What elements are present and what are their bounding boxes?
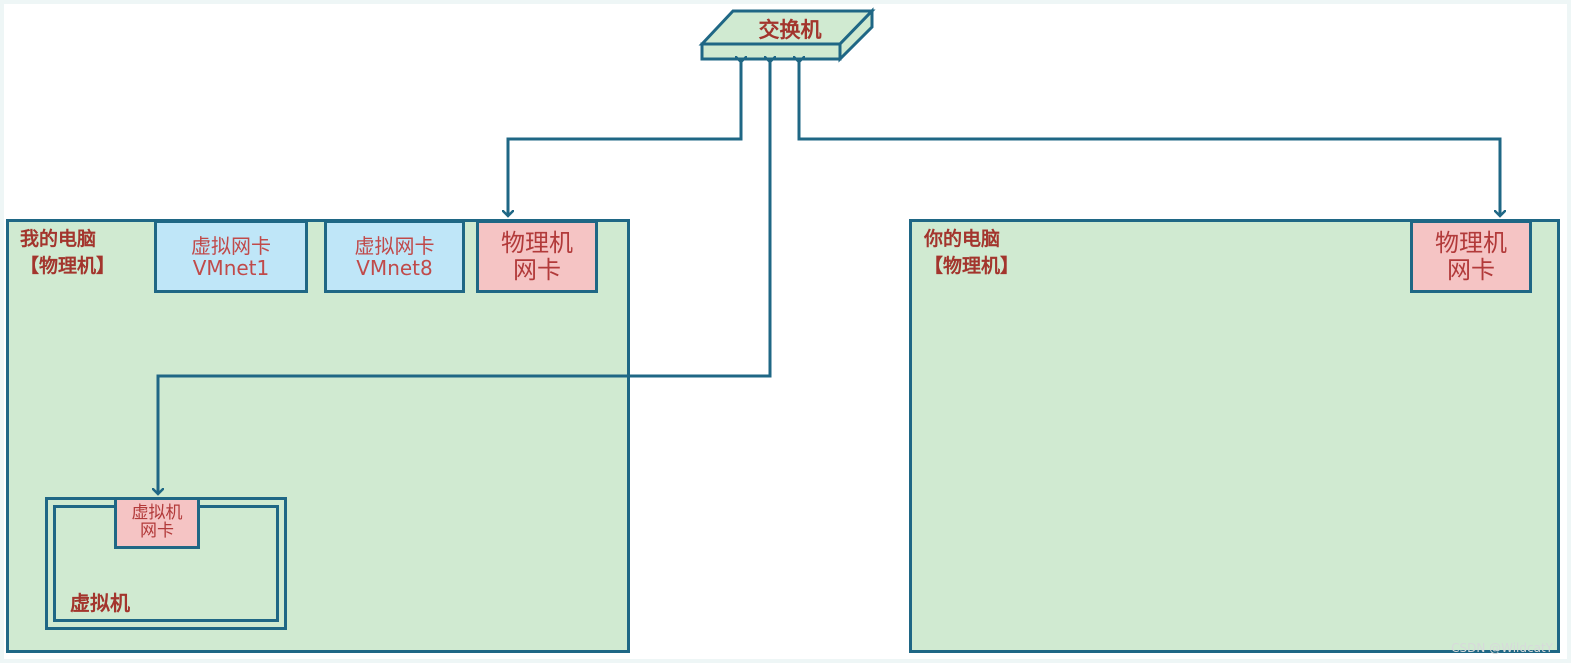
your-physical-nic: 物理机 网卡 xyxy=(1410,220,1532,293)
watermark: CSDN @WildcatY xyxy=(1451,641,1553,655)
vmnet1-nic: 虚拟网卡 VMnet1 xyxy=(154,220,308,293)
vmnet8-nic: 虚拟网卡 VMnet8 xyxy=(324,220,465,293)
virtual-machine-label: 虚拟机 xyxy=(70,591,130,615)
your-pc-label: 你的电脑 【物理机】 xyxy=(924,228,1020,277)
vm-nic: 虚拟机 网卡 xyxy=(114,497,200,549)
my-physical-nic: 物理机 网卡 xyxy=(476,220,598,293)
my-pc-label: 我的电脑 【物理机】 xyxy=(20,228,116,277)
switch-label: 交换机 xyxy=(758,17,822,42)
